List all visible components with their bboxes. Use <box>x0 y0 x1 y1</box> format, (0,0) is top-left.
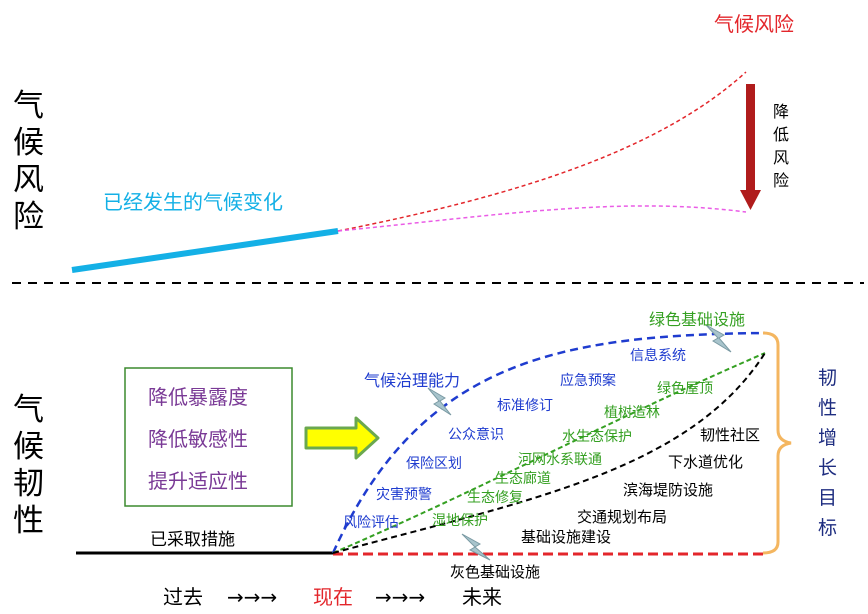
timeline-now: 现在 <box>313 585 353 609</box>
reduce-risk-char: 降 <box>773 102 789 121</box>
infrastructure-curve <box>332 352 766 554</box>
resilience-brace <box>762 331 792 555</box>
measure-item: 提升适应性 <box>148 469 248 493</box>
gray-infrastructure-label: 灰色基础设施 <box>450 563 540 581</box>
top-title-char: 风 <box>13 162 44 198</box>
occurred-change-line <box>71 228 339 273</box>
bottom-title-char: 性 <box>13 503 44 539</box>
reduce-risk-arrow <box>740 84 761 210</box>
measure-item: 降低暴露度 <box>148 385 248 409</box>
reduce-risk-label: 降 低 风 险 <box>773 102 789 190</box>
governance-title: 气候治理能力 <box>364 371 460 390</box>
green-infrastructure-curve <box>332 352 766 554</box>
timeline-past: 过去 <box>163 585 203 609</box>
green-item: 植树造林 <box>604 405 660 421</box>
lightning-icon <box>461 533 491 561</box>
high-risk-curve <box>337 71 747 232</box>
green-item: 河网水系联通 <box>518 452 602 468</box>
green-item: 绿色屋顶 <box>657 380 713 397</box>
measure-item: 降低敏感性 <box>148 427 248 451</box>
resilience-char: 长 <box>818 457 837 479</box>
resilience-char: 性 <box>818 397 837 419</box>
reduce-risk-char: 低 <box>773 125 789 144</box>
governance-item: 保险区划 <box>406 456 462 472</box>
timeline: 过去 →→→ 现在 →→→ 未来 <box>163 585 502 609</box>
resilience-char: 韧 <box>818 367 837 389</box>
top-side-title: 气 候 风 险 <box>13 88 44 235</box>
green-item: 生态廊道 <box>495 470 551 487</box>
timeline-arrows: →→→ <box>227 585 277 609</box>
lightning-icon <box>427 387 452 416</box>
governance-item: 标准修订 <box>497 398 553 414</box>
timeline-future: 未来 <box>462 585 502 609</box>
governance-labels: 气候治理能力 信息系统 应急预案 标准修订 公众意识 保险区划 灾害预警 风险评… <box>343 347 686 531</box>
timeline-arrows: →→→ <box>375 585 425 609</box>
bottom-side-title: 气 候 韧 性 <box>13 392 44 539</box>
bottom-title-char: 气 <box>13 392 44 428</box>
arrow-right-icon <box>304 416 380 460</box>
governance-curve <box>331 331 766 554</box>
infrastructure-item: 下水道优化 <box>668 453 743 471</box>
top-title-char: 险 <box>13 199 44 235</box>
reduce-risk-char: 险 <box>773 171 789 190</box>
top-title-char: 候 <box>13 125 44 161</box>
green-item: 湿地保护 <box>432 513 488 529</box>
reduced-risk-curve <box>337 205 747 232</box>
reduce-risk-char: 风 <box>773 148 789 167</box>
lightning-icon <box>705 324 732 353</box>
occurred-change-label: 已经发生的气候变化 <box>103 190 283 214</box>
green-item: 生态修复 <box>467 489 523 506</box>
governance-item: 应急预案 <box>560 372 616 389</box>
top-title-char: 气 <box>13 88 44 124</box>
governance-item: 公众意识 <box>448 426 504 443</box>
governance-item: 信息系统 <box>630 347 686 364</box>
resilience-goal-label: 韧 性 增 长 目 标 <box>818 367 837 539</box>
taken-measures-label: 已采取措施 <box>150 530 235 550</box>
green-infrastructure-labels: 绿色基础设施 绿色屋顶 植树造林 水生态保护 河网水系联通 生态廊道 生态修复 … <box>432 310 745 529</box>
governance-item: 风险评估 <box>343 515 399 531</box>
infrastructure-item: 滨海堤防设施 <box>623 481 713 499</box>
infrastructure-item: 基础设施建设 <box>521 528 611 546</box>
climate-risk-label: 气候风险 <box>714 12 794 36</box>
infrastructure-labels: 韧性社区 下水道优化 滨海堤防设施 交通规划布局 基础设施建设 <box>521 426 760 546</box>
measures-box <box>124 367 293 507</box>
governance-item: 灾害预警 <box>376 486 432 503</box>
infrastructure-item: 交通规划布局 <box>577 508 667 526</box>
measures-box-items: 降低暴露度 降低敏感性 提升适应性 <box>148 385 248 493</box>
bottom-title-char: 韧 <box>13 466 44 502</box>
resilience-char: 目 <box>818 487 837 509</box>
resilience-char: 增 <box>818 427 837 449</box>
green-infrastructure-title: 绿色基础设施 <box>649 310 745 329</box>
resilience-char: 标 <box>818 517 837 539</box>
infrastructure-item: 韧性社区 <box>700 426 760 444</box>
green-item: 水生态保护 <box>562 429 632 445</box>
bottom-title-char: 候 <box>13 429 44 465</box>
